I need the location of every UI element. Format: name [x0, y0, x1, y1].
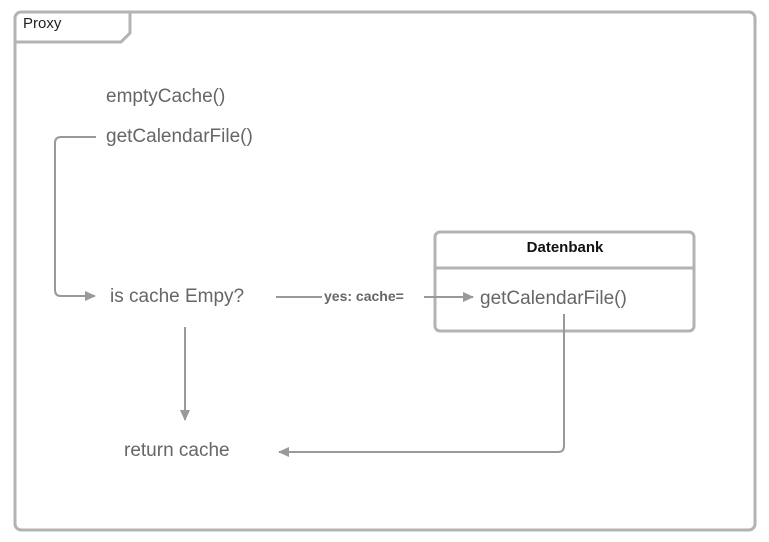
is-cache-empty-decision: is cache Empy?: [110, 286, 245, 307]
frame-label: Proxy: [23, 15, 62, 32]
proxy-frame: [13, 10, 757, 532]
database-get-calendar-file: getCalendarFile(): [480, 288, 627, 309]
arrow-get-to-check: [54, 136, 96, 301]
proxy-frame-tab: [15, 12, 132, 44]
edge-label-backing: [322, 287, 424, 305]
arrow-db-to-return: [278, 314, 565, 457]
database-title: Datenbank: [526, 239, 604, 256]
empty-cache-method: emptyCache(): [106, 86, 226, 107]
return-cache-step: return cache: [124, 440, 230, 461]
get-calendar-file-method: getCalendarFile(): [106, 126, 253, 147]
yes-edge-label: yes: cache=: [324, 288, 404, 304]
